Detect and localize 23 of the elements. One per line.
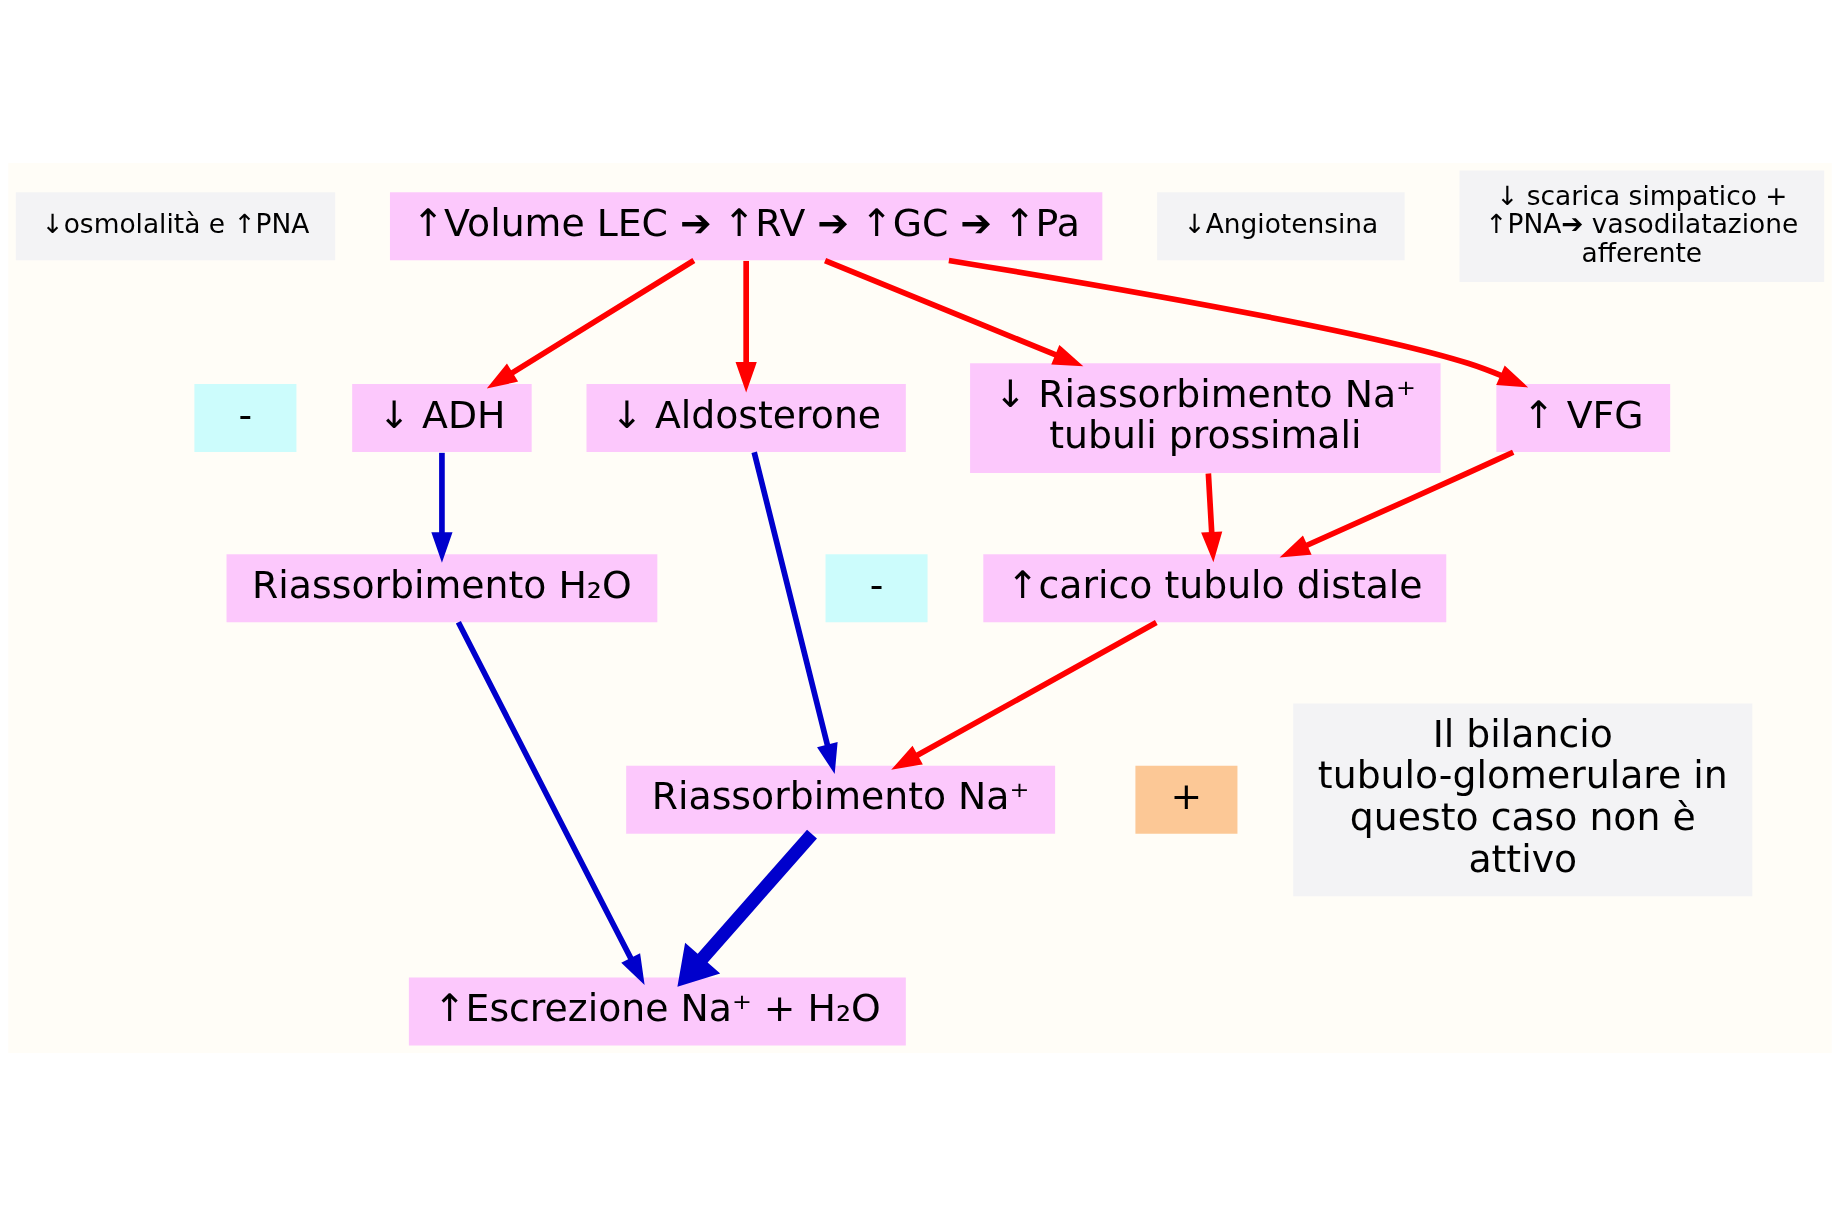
arrow bbox=[824, 257, 1084, 367]
node-box: ↓ Aldosterone bbox=[586, 384, 906, 453]
arrow bbox=[735, 260, 757, 393]
node-box: Riassorbimento Na⁺ bbox=[626, 765, 1056, 834]
arrow bbox=[751, 451, 838, 775]
arrow bbox=[431, 452, 453, 563]
arrow bbox=[455, 620, 645, 985]
node-box: + bbox=[1135, 765, 1238, 834]
arrow bbox=[948, 257, 1529, 388]
arrow bbox=[677, 829, 817, 987]
node-box: ↓ Riassorbimento Na⁺ tubuli prossimali bbox=[970, 363, 1441, 473]
node-box: ↑ VFG bbox=[1496, 384, 1671, 453]
node-box: ↑carico tubulo distale bbox=[983, 554, 1447, 623]
arrow bbox=[1279, 449, 1515, 558]
arrow bbox=[1201, 473, 1223, 563]
node-box: Riassorbimento H₂O bbox=[226, 554, 658, 623]
node-box: - bbox=[825, 554, 928, 623]
node-box: ↑Escrezione Na⁺ + H₂O bbox=[408, 977, 906, 1046]
node-box: ↓ ADH bbox=[352, 384, 532, 453]
node-box: - bbox=[194, 384, 297, 453]
arrow bbox=[891, 620, 1158, 770]
node-box: ↑Volume LEC ➔ ↑RV ➔ ↑GC ➔ ↑Pa bbox=[389, 192, 1103, 261]
arrow bbox=[486, 258, 696, 389]
